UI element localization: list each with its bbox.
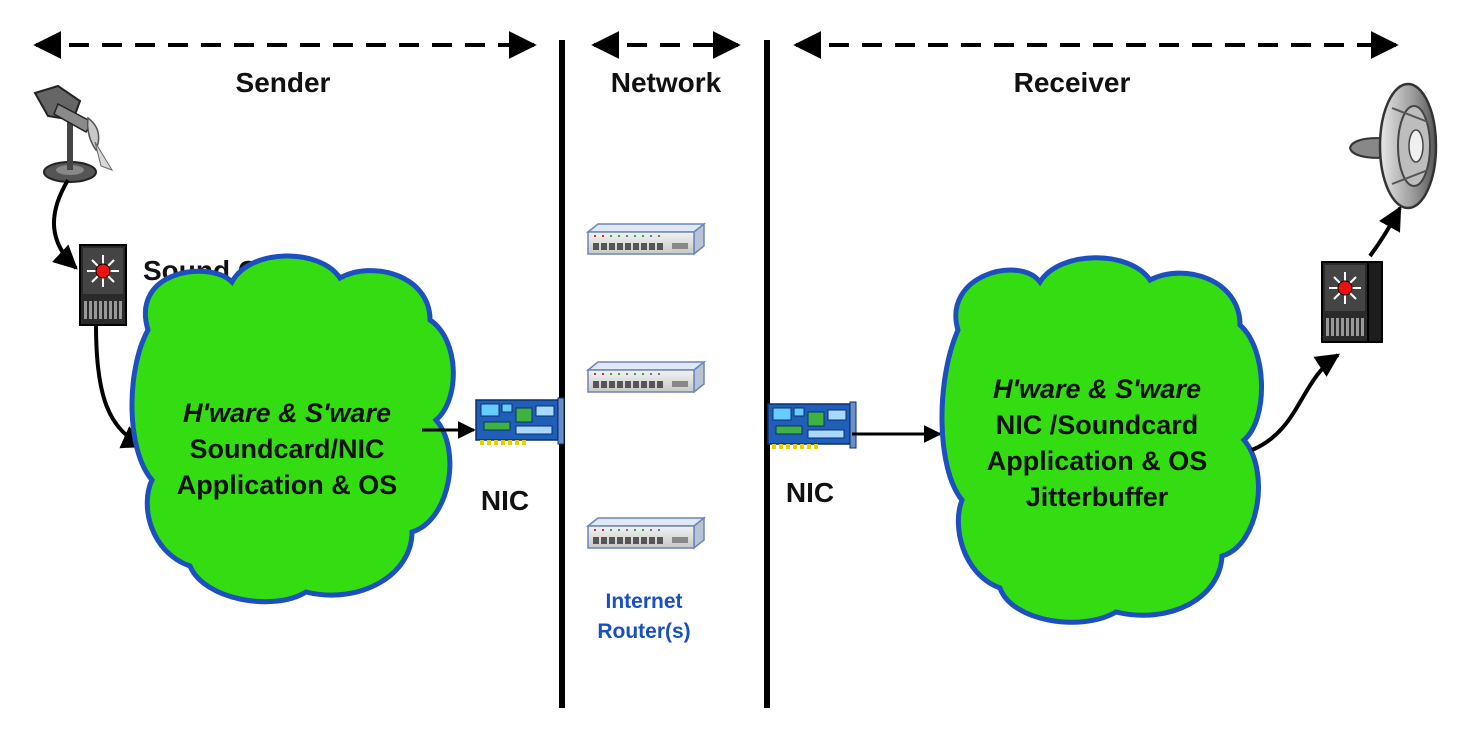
cloud-to-receiver-soundcard-arrow bbox=[1251, 353, 1341, 452]
receiver-title: Receiver bbox=[1014, 67, 1131, 98]
receiver-sound-card-side bbox=[1367, 261, 1383, 343]
receiver-cloud-line-2: NIC /Soundcard bbox=[996, 410, 1199, 440]
microphone-icon bbox=[33, 84, 114, 183]
receiver-cloud-line-4: Jitterbuffer bbox=[1026, 482, 1169, 512]
router-label-line-1: Internet bbox=[605, 590, 682, 613]
receiver-cloud-line-1: H'ware & S'ware bbox=[993, 374, 1201, 404]
sender-cloud-line-3: Application & OS bbox=[177, 470, 398, 500]
sender-nic-label: NIC bbox=[481, 485, 529, 516]
router-icon-1 bbox=[587, 223, 705, 255]
receiver-sound-card-icon bbox=[1321, 261, 1369, 343]
sender-sound-card-icon bbox=[79, 244, 127, 326]
sender-cloud-line-1: H'ware & S'ware bbox=[183, 398, 391, 428]
sender-nic-card-icon bbox=[475, 397, 565, 446]
soundcard-to-speaker-arrow bbox=[1368, 205, 1402, 258]
receiver-cloud-line-3: Application & OS bbox=[987, 446, 1208, 476]
sender-cloud bbox=[129, 253, 456, 605]
router-icon-2 bbox=[587, 361, 705, 393]
receiver-cloud bbox=[939, 255, 1264, 625]
router-icon-3 bbox=[587, 517, 705, 549]
sender-cloud-line-2: Soundcard/NIC bbox=[189, 434, 384, 464]
receiver-nic-card-icon bbox=[767, 401, 857, 450]
speaker-icon bbox=[1348, 82, 1438, 210]
mic-to-soundcard-arrow bbox=[52, 178, 78, 270]
network-title: Network bbox=[611, 67, 722, 98]
sender-title: Sender bbox=[236, 67, 331, 98]
receiver-nic-label: NIC bbox=[786, 477, 834, 508]
router-label-line-2: Router(s) bbox=[597, 620, 690, 643]
